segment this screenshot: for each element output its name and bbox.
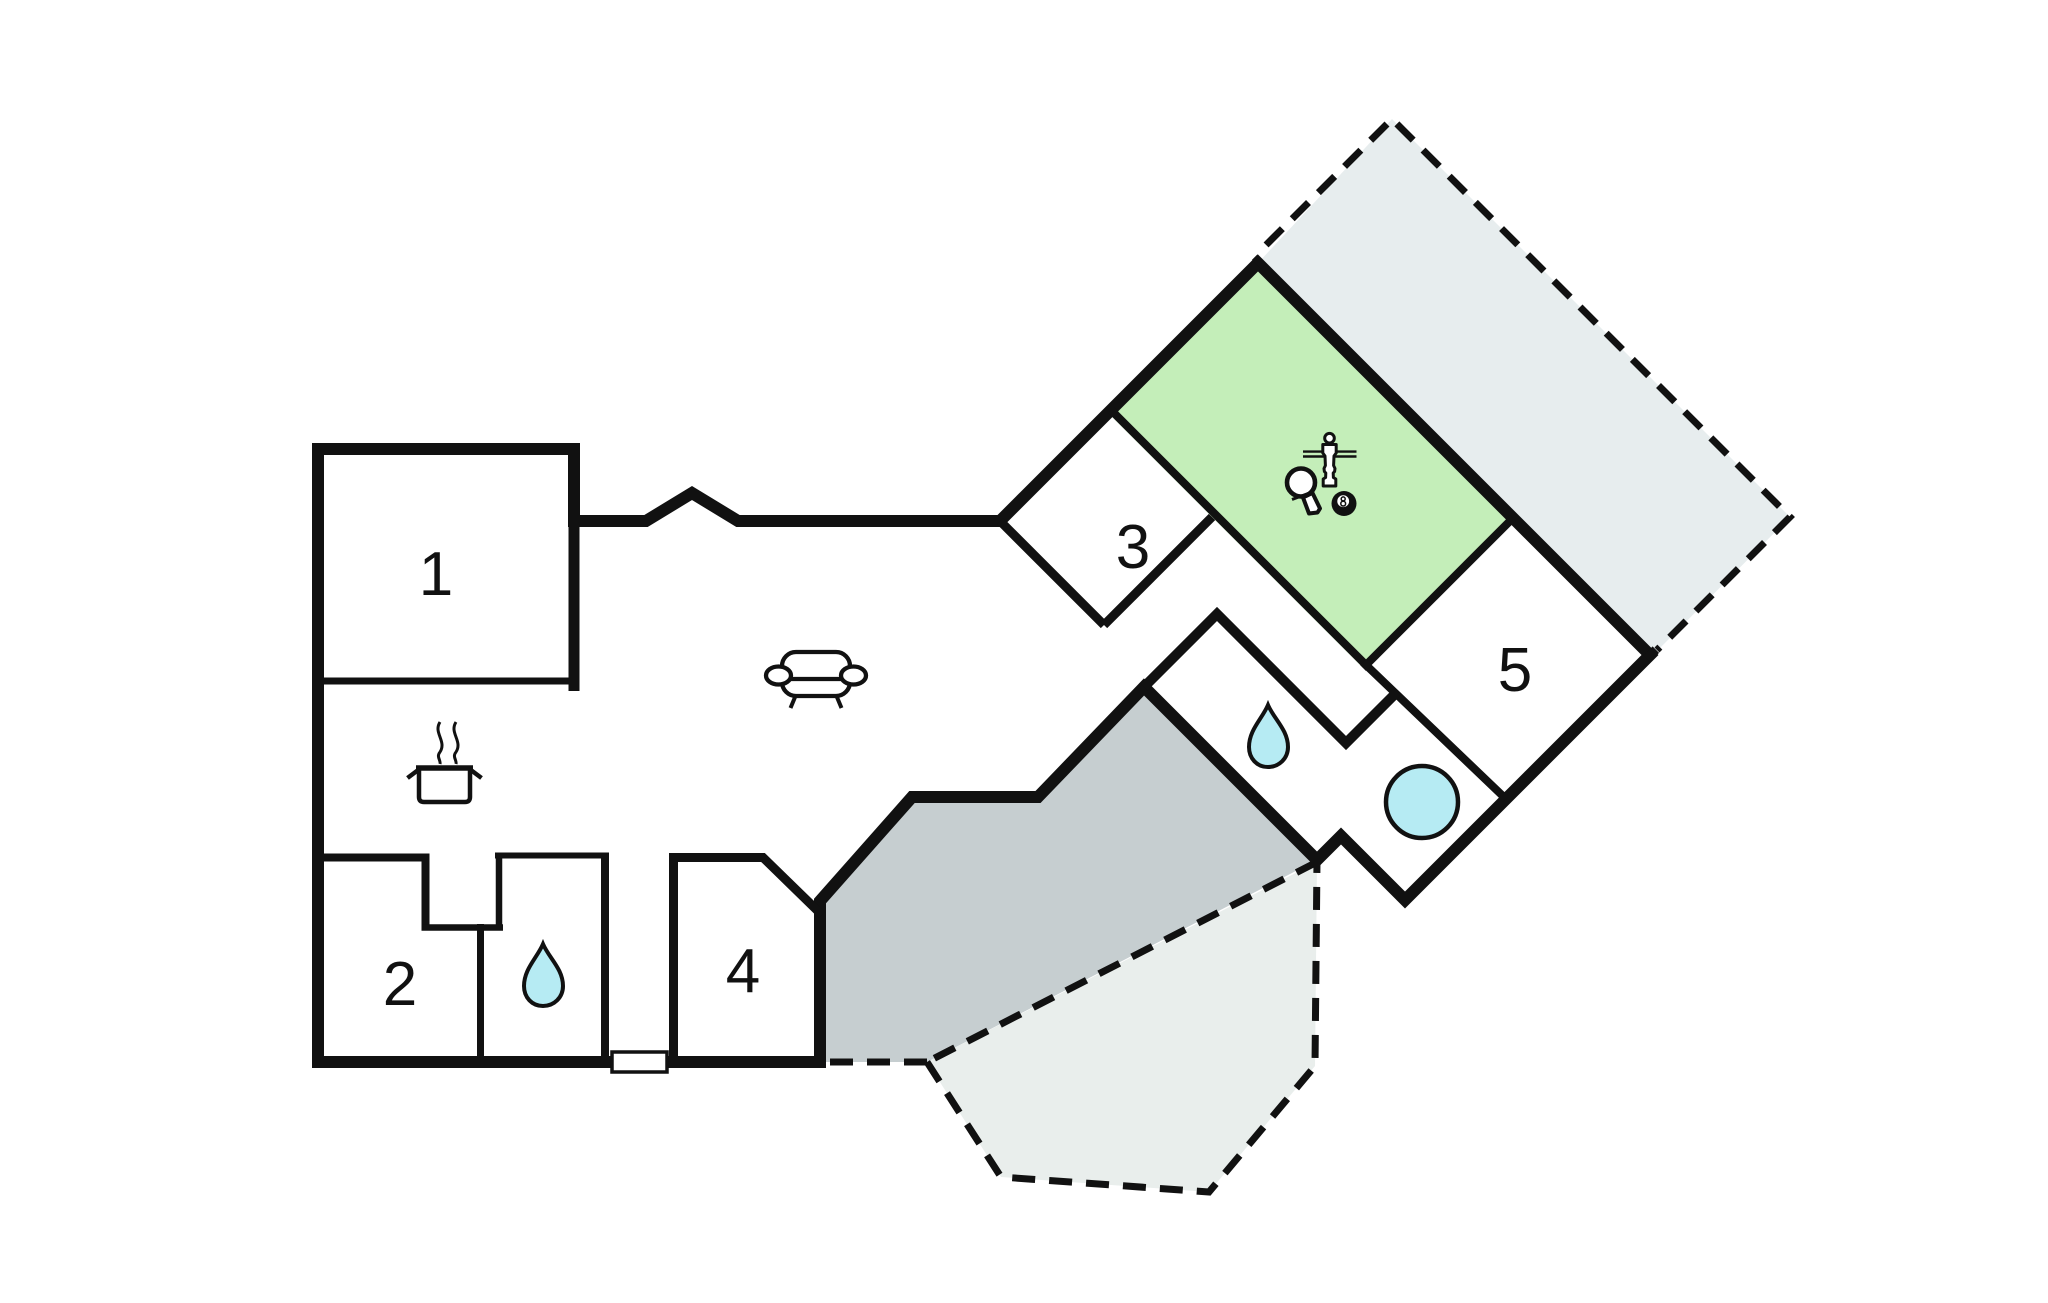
svg-text:1: 1 xyxy=(419,540,453,609)
svg-text:2: 2 xyxy=(383,950,417,1019)
svg-text:4: 4 xyxy=(726,937,760,1006)
svg-text:3: 3 xyxy=(1116,513,1150,582)
svg-text:5: 5 xyxy=(1498,636,1532,705)
